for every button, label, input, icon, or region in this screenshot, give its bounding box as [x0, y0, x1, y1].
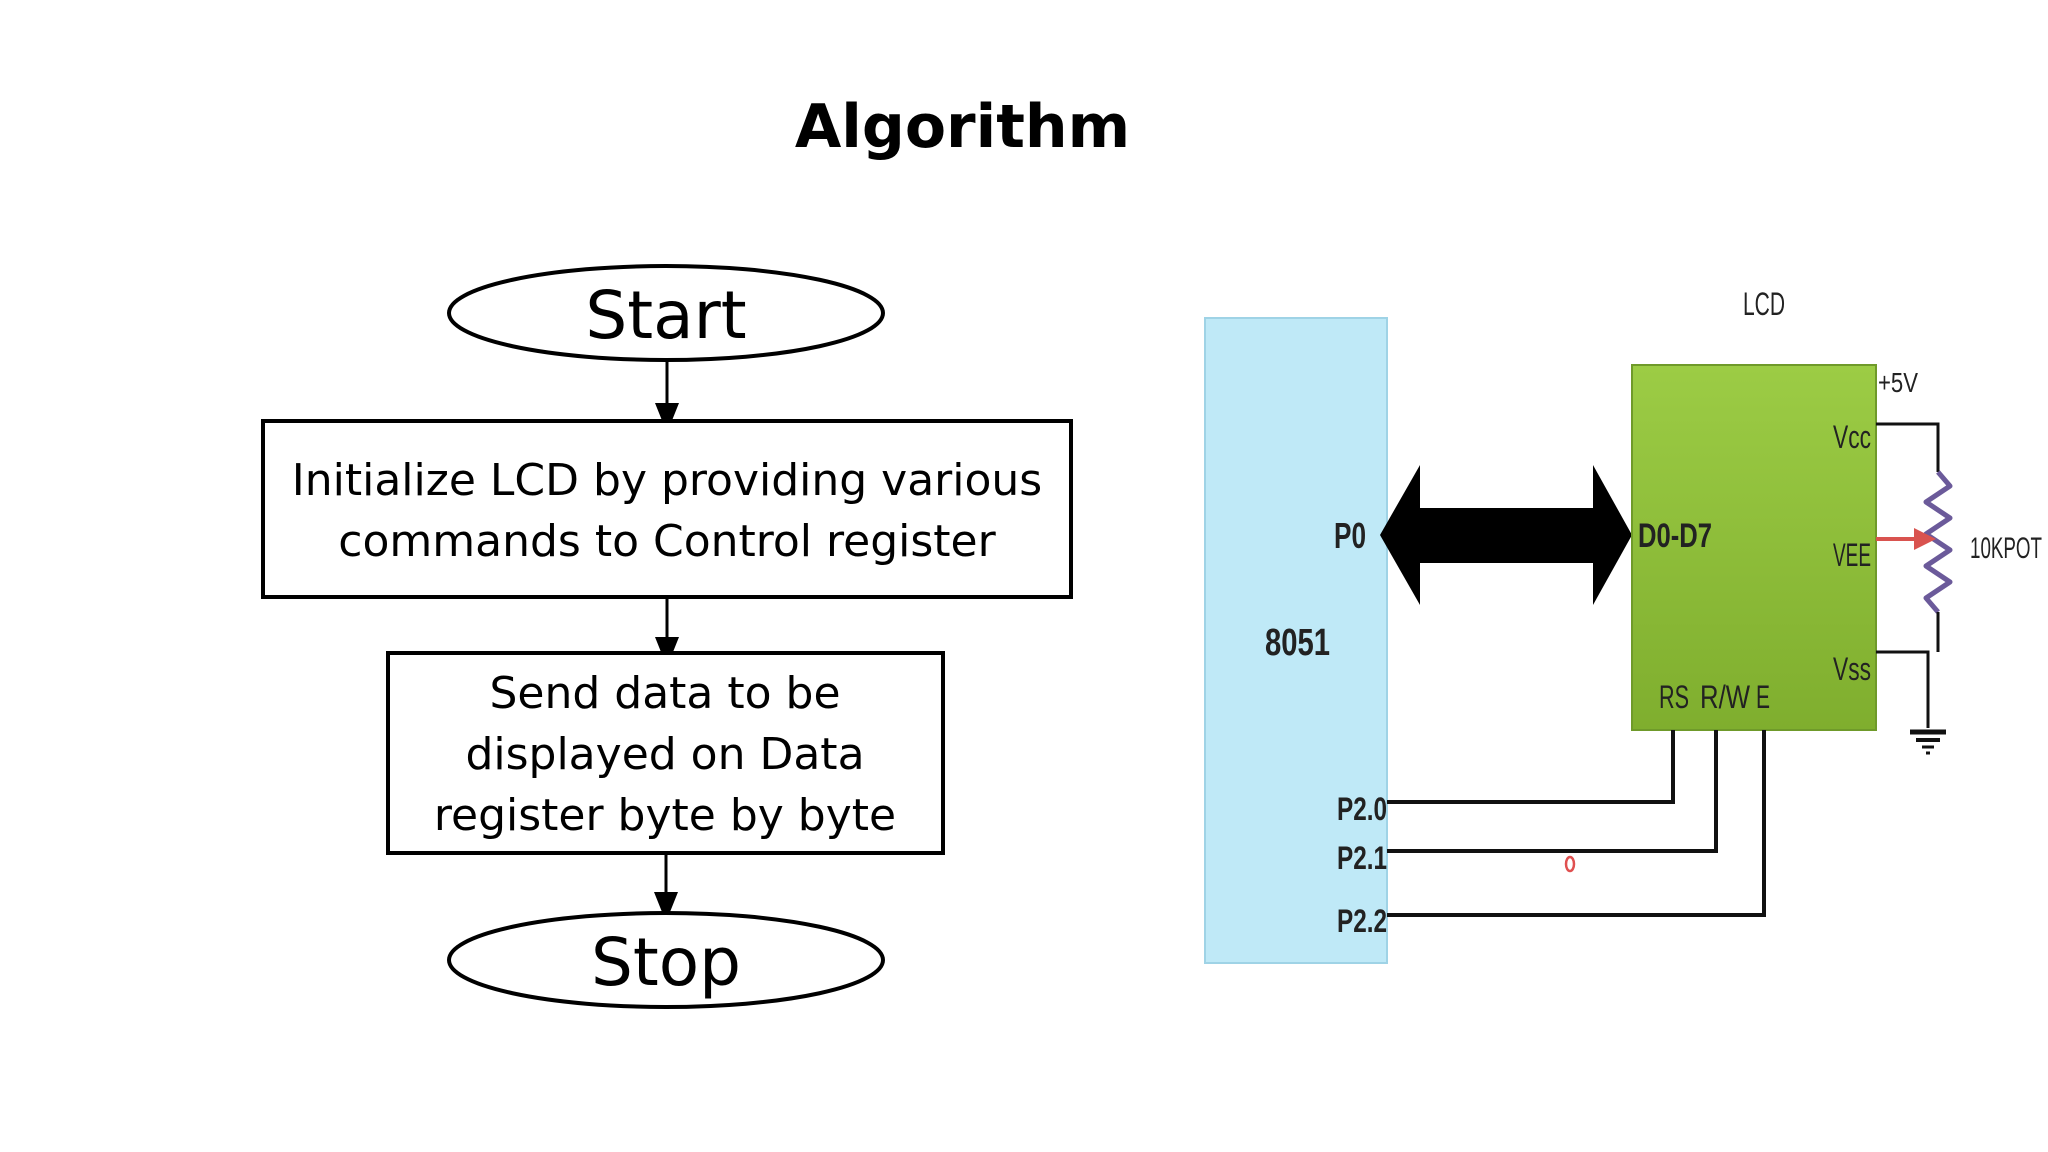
- ground-symbol-icon: [1910, 729, 1946, 755]
- start-terminal: [447, 264, 885, 362]
- vee-wiper-arrowhead: [1914, 528, 1936, 550]
- start-label: Start: [585, 277, 746, 354]
- slide-title: Algorithm: [794, 92, 1131, 162]
- process-send-line2: displayed on Data: [465, 729, 864, 780]
- process-send-data: [386, 651, 945, 855]
- lcd-rw-label: R/W: [1700, 679, 1751, 715]
- lcd-d0-d7-label: D0-D7: [1638, 517, 1712, 555]
- wire-p2-0-rs: [1387, 730, 1675, 804]
- flowchart: Start Initialize LCD by providing variou…: [261, 264, 1073, 1009]
- lcd-title: LCD: [1743, 286, 1785, 322]
- process-initialize-lcd: [261, 419, 1073, 599]
- red-marker-dot: [1564, 855, 1576, 873]
- lcd-rs-label: RS: [1659, 679, 1689, 715]
- mcu-8051-label: 8051: [1265, 622, 1330, 664]
- process-initialize-line1: Initialize LCD by providing various: [292, 455, 1042, 506]
- stop-label: Stop: [591, 924, 741, 1001]
- lcd-vee-label: VEE: [1833, 537, 1871, 573]
- supply-5v-label: +5V: [1878, 367, 1918, 398]
- lcd-e-label: E: [1756, 679, 1770, 715]
- process-send-line3: register byte by byte: [434, 790, 896, 841]
- data-bus-double-arrow: [1380, 465, 1632, 605]
- lcd-module-block: [1631, 364, 1877, 731]
- process-initialize-line2: commands to Control register: [338, 516, 996, 567]
- port-p0-label: P0: [1334, 515, 1366, 556]
- wire-vcc: [1876, 422, 1940, 472]
- circuit-diagram: 8051 P0 P2.0 P2.1 P2.2 LCD D0-D7 Vcc VEE…: [1204, 286, 2042, 964]
- stop-terminal: [447, 911, 885, 1009]
- wire-vss-ground: [1876, 650, 1930, 728]
- potentiometer-resistor: [1923, 470, 1953, 614]
- pin-p2-2-label: P2.2: [1337, 903, 1387, 939]
- pin-p2-1-label: P2.1: [1337, 840, 1387, 876]
- lcd-vcc-label: Vcc: [1833, 419, 1871, 455]
- mcu-8051-block: [1204, 317, 1388, 964]
- pot-10k-label: 10KPOT: [1970, 532, 2042, 565]
- lcd-vss-label: Vss: [1833, 651, 1871, 687]
- wire-p2-2-e: [1387, 730, 1766, 917]
- wire-p2-1-rw: [1387, 730, 1718, 853]
- pin-p2-0-label: P2.0: [1337, 791, 1387, 827]
- process-send-line1: Send data to be: [489, 668, 840, 719]
